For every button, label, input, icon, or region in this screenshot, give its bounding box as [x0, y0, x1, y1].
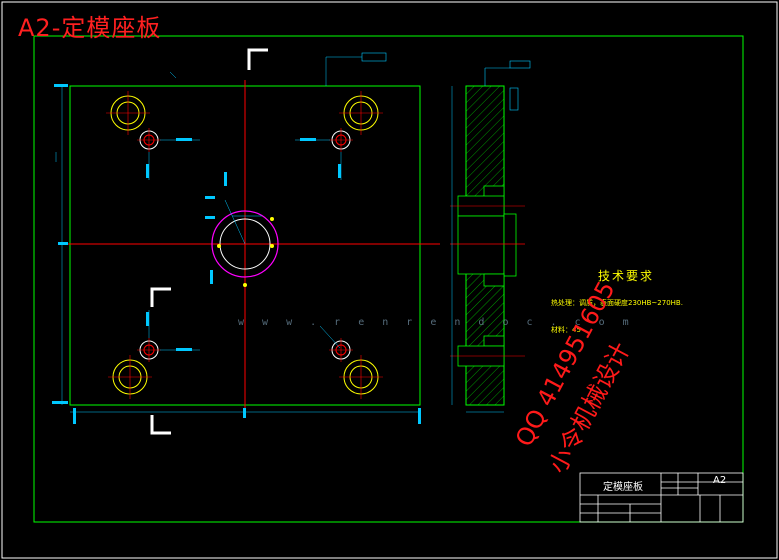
view-markers — [150, 48, 268, 435]
drawing-title: A2-定模座板 — [18, 14, 162, 42]
dimension-lines — [55, 56, 420, 413]
corner-hole-bottom-left — [108, 355, 152, 399]
center-bore — [211, 199, 279, 287]
title-block-part-name: 定模座板 — [603, 482, 643, 493]
tech-requirements-material: 材料：45 — [551, 326, 581, 334]
sheet-inner-frame — [33, 35, 744, 523]
title-block-sheet-size: A2 — [713, 475, 727, 486]
corner-hole-top-left — [106, 91, 150, 135]
section-view — [450, 67, 525, 413]
corner-hole-bottom-right — [339, 355, 383, 399]
dimension-text-marks — [52, 84, 421, 424]
dimension-tags — [361, 52, 531, 111]
title-block-frame — [579, 472, 744, 523]
corner-hole-top-right — [339, 91, 383, 135]
tech-requirements-heading: 技术要求 — [598, 269, 655, 283]
bolt-hole-bottom-right — [329, 338, 353, 362]
bolt-hole-top-left — [137, 128, 161, 152]
bolt-hole-top-right — [329, 128, 353, 152]
tech-requirements-heat-treatment: 热处理：调质，表面硬度230HB~270HB. — [551, 299, 683, 307]
bolt-hole-bottom-left — [137, 338, 161, 362]
watermark-url: w w w . r e n r e n d o c . c o m — [238, 317, 635, 328]
